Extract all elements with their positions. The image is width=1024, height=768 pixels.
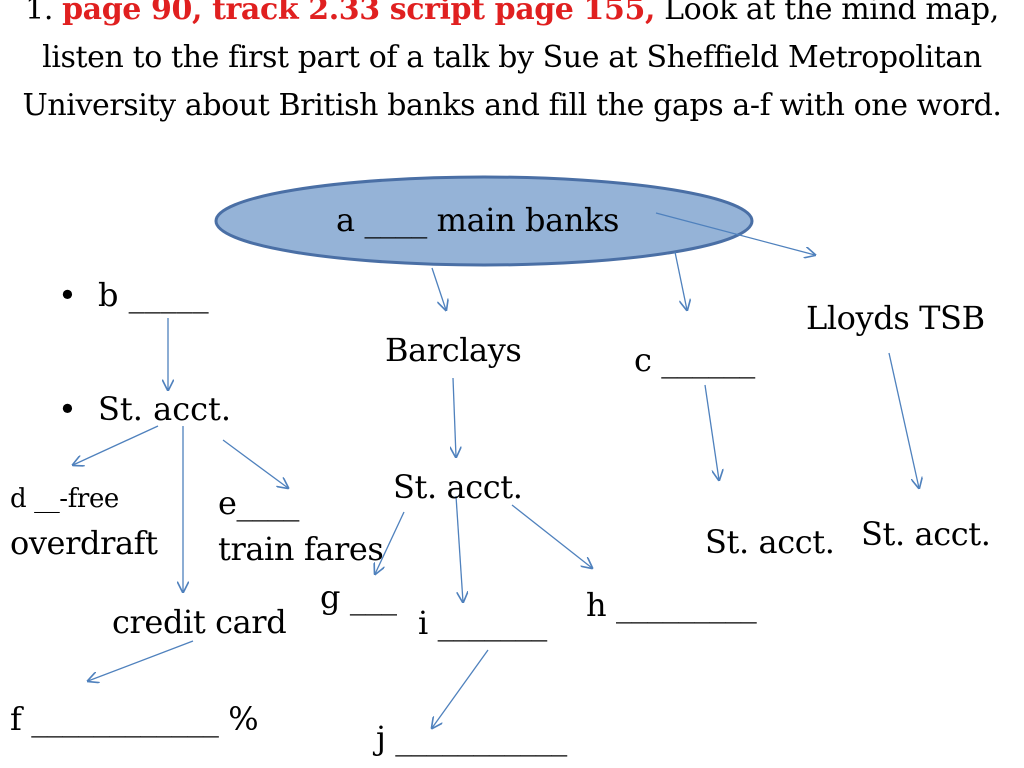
bank-c-gap: c ______ [634,341,755,379]
barclays-stacct-label: St. acct. [393,468,523,506]
arrow-stacct-to-g [375,511,405,574]
arrow-i-to-j [432,649,489,728]
i-gap-label: i _______ [418,604,547,642]
j-gap-label: j ___________ [376,719,567,757]
arrow-center-to-c [674,251,687,310]
title-instruction: Look at the mind map, listen to the firs… [22,0,1002,123]
lloyds-stacct-label: St. acct. [861,515,991,553]
g-gap-label: g ___ [320,578,397,616]
arrow-lloyds-to-stacct [888,352,919,488]
e-gap-line1: e____ [218,484,299,522]
c-stacct-label: St. acct. [705,523,835,561]
arrow-stacct-to-e [222,439,288,488]
bullet-dot: • [58,390,77,428]
arrow-stacct-to-d [73,425,159,465]
left-stacct-label: St. acct. [98,390,232,428]
arrow-center-to-barclays [431,267,446,310]
bullet-item-b: • b _____ [58,276,209,314]
bank-lloyds: Lloyds TSB [806,299,985,337]
title-reference: page 90, track 2.33 script page 155, [62,0,656,27]
arrow-c-to-stacct [704,384,719,480]
arrow-barclays-to-stacct [453,377,456,457]
b-gap-label: b _____ [98,276,209,314]
arrow-center-to-lloyds [655,212,815,255]
f-gap-label: f ____________ % [10,700,259,738]
title-number: 1. [25,0,53,27]
h-gap-label: h _________ [586,586,757,624]
e-gap-line2: train fares [218,530,384,568]
center-node-label: a ____ main banks [336,201,620,239]
d-gap-line1: d __-free [10,484,119,514]
bank-barclays: Barclays [385,331,522,369]
bullet-item-stacct: • St. acct. [58,390,231,428]
d-gap-line2: overdraft [10,524,158,562]
arrow-stacct-to-h [511,504,592,568]
credit-card-label: credit card [112,603,287,641]
arrow-creditcard-to-f [88,640,194,681]
arrow-stacct-to-i [455,495,463,602]
center-node-ellipse [214,175,754,267]
bullet-dot: • [58,276,77,314]
slide-title: 1. page 90, track 2.33 script page 155, … [0,0,1024,130]
